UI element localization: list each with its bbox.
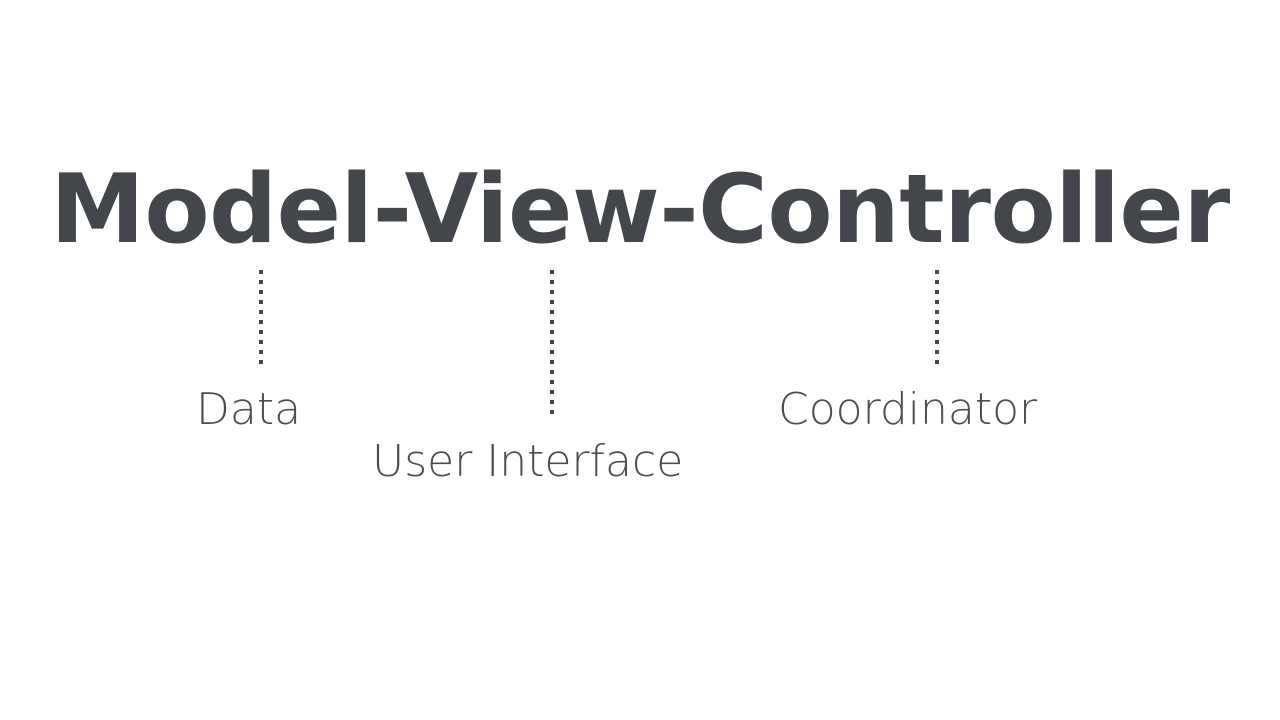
annotation-label-view: User Interface bbox=[372, 436, 684, 487]
page-title: Model-View-Controller bbox=[50, 155, 1230, 265]
annotation-label-model: Data bbox=[196, 384, 302, 435]
dotted-connector-model bbox=[259, 270, 263, 364]
annotation-label-controller: Coordinator bbox=[778, 384, 1038, 435]
dotted-connector-controller bbox=[935, 270, 939, 364]
dotted-connector-view bbox=[550, 270, 554, 416]
